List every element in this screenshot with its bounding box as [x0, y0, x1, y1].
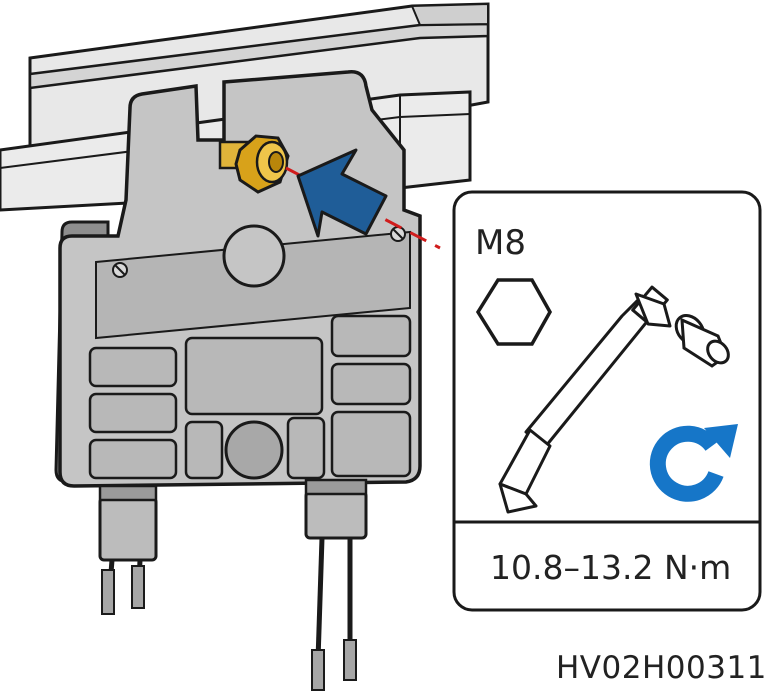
screw-icon — [390, 226, 406, 242]
cable-gland — [224, 420, 284, 480]
clockwise-arrow-icon — [649, 424, 738, 502]
nut-assembly — [218, 134, 290, 194]
torque-value-label: 10.8–13.2 N·m — [490, 548, 732, 587]
socket-icon — [674, 314, 730, 368]
insert-arrow-icon — [296, 148, 388, 238]
torque-wrench-icon — [498, 285, 672, 514]
round-cutout — [222, 224, 286, 288]
screw-icon — [112, 262, 128, 278]
cell-grid — [88, 314, 412, 480]
torque-callout — [452, 190, 762, 612]
cables — [98, 478, 368, 691]
hexagon-icon — [475, 278, 553, 346]
bolt-size-label: M8 — [475, 223, 526, 263]
figure-id-label: HV02H00311 — [556, 650, 767, 686]
